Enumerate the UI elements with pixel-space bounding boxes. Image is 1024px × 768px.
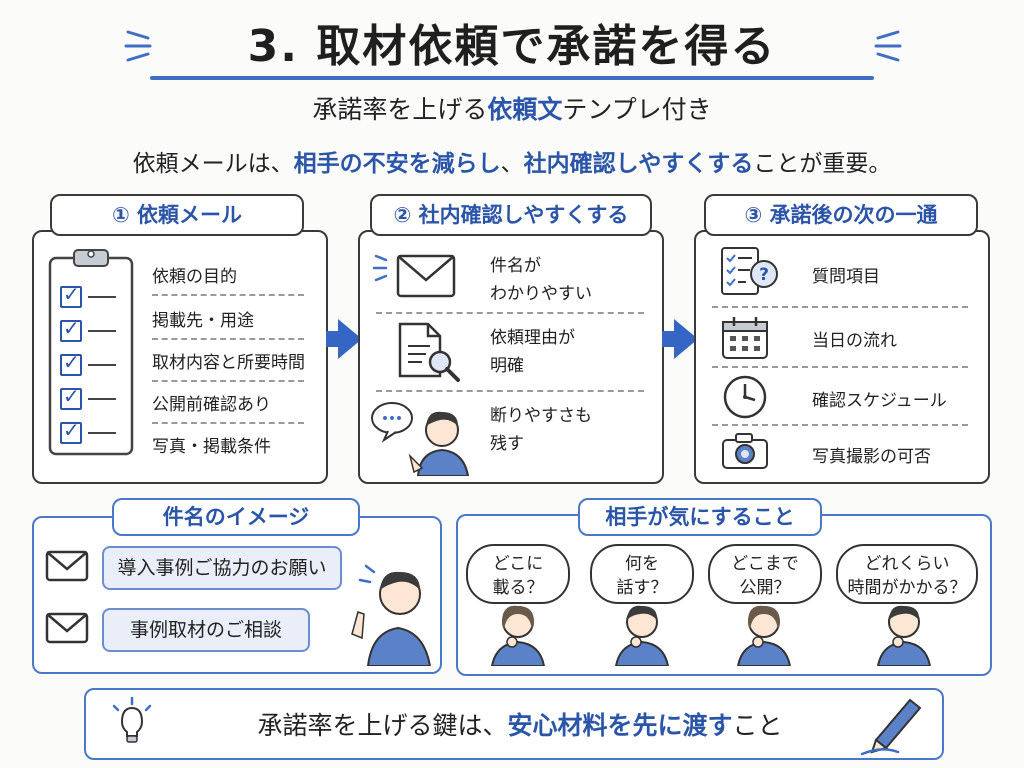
- concern-bubble: どれくらい 時間がかかる？: [836, 544, 978, 604]
- page-subtitle: 承諾率を上げる依頼文テンプレ付き: [0, 90, 1024, 126]
- key-takeaway: 承諾率を上げる鍵は、安心材料を先に渡すこと: [200, 706, 840, 742]
- sparkle-right-icon: [874, 30, 902, 62]
- checklist-question-icon: ?: [721, 247, 778, 295]
- checkbox-icon: ✓: [60, 350, 82, 376]
- step2-item-line: 断りやすさも: [490, 406, 592, 426]
- check-line: [88, 330, 116, 332]
- sparkle-left-icon: [124, 30, 152, 62]
- step2-item: 依頼理由が 明確: [490, 324, 575, 380]
- footer-highlight: 安心材料を先に渡す: [507, 711, 733, 740]
- step2-item: 件名が わかりやすい: [490, 252, 592, 308]
- step2-item-line: 明確: [490, 356, 524, 376]
- check-line: [88, 398, 116, 400]
- divider: [376, 312, 644, 314]
- step1-checklist: ✓ ✓ ✓ ✓ ✓: [0, 280, 320, 460]
- subjects-label: 件名のイメージ: [112, 498, 360, 536]
- divider: [152, 338, 304, 340]
- concern-bubble: 何を 話す？: [590, 544, 694, 604]
- arrow-tail: [662, 331, 676, 347]
- envelope-icon: [372, 254, 456, 298]
- checkbox-icon: ✓: [60, 316, 82, 342]
- lead-highlight: 社内確認しやすくする: [523, 151, 754, 177]
- lead-text: 依頼メールは、: [132, 151, 294, 177]
- step2-item: 断りやすさも 残す: [490, 402, 592, 458]
- concern-line: 話す？: [616, 578, 668, 598]
- checkbox-icon: ✓: [60, 418, 82, 444]
- step2-item-line: 残す: [490, 434, 524, 454]
- step3-item: 確認スケジュール: [812, 391, 947, 411]
- subject-example: 事例取材のご相談: [102, 608, 310, 652]
- divider: [712, 306, 968, 308]
- title-underline: [150, 76, 874, 80]
- subject-example: 導入事例ご協力のお願い: [102, 546, 342, 590]
- person-thinking-icon: [876, 605, 932, 666]
- footer-text: 承諾率を上げる鍵は、: [257, 711, 508, 740]
- divider: [712, 366, 968, 368]
- step1-label: ① 依頼メール: [50, 194, 304, 236]
- step1-item: 取材内容と所要時間: [152, 353, 305, 373]
- envelope-icon: [45, 612, 89, 644]
- footer-text: こと: [732, 711, 783, 740]
- lightbulb-icon: [112, 696, 152, 743]
- concern-line: 何を: [625, 554, 659, 574]
- concern-line: 公開？: [739, 578, 791, 598]
- key-takeaway-box: [84, 688, 944, 760]
- concern-line: 載る？: [492, 578, 544, 598]
- step1-item: 写真・掲載条件: [152, 437, 271, 457]
- calendar-icon: [722, 317, 768, 359]
- step3-item: 質問項目: [812, 267, 880, 287]
- page-title: 3. 取材依頼で承諾を得る: [247, 21, 777, 72]
- camera-icon: [722, 433, 768, 469]
- step1-item: 掲載先・用途: [152, 311, 254, 331]
- check-line: [88, 432, 116, 434]
- subtitle-highlight: 依頼文: [487, 95, 563, 124]
- clock-icon: [723, 375, 767, 419]
- step2-item-line: 依頼理由が: [490, 328, 575, 348]
- subtitle-text: 承諾率を上げる: [312, 95, 488, 124]
- concerns-label: 相手が気にすること: [578, 498, 822, 536]
- divider: [152, 422, 304, 424]
- step3-item: 当日の流れ: [812, 331, 897, 351]
- document-search-icon: [398, 322, 460, 382]
- person-thinking-icon: [614, 605, 670, 666]
- step3-label: ③ 承諾後の次の一通: [704, 194, 978, 236]
- step3-item: 写真撮影の可否: [812, 447, 931, 467]
- person-pointing-icon: [351, 564, 432, 666]
- checkbox-icon: ✓: [60, 384, 82, 410]
- step1-item: 依頼の目的: [152, 267, 237, 287]
- person-speech-icon: [371, 402, 470, 476]
- concern-line: どこに: [492, 554, 544, 574]
- lead-text: 、: [500, 151, 524, 177]
- lead-sentence: 依頼メールは、相手の不安を減らし、社内確認しやすくすることが重要。: [0, 144, 1024, 178]
- check-line: [88, 296, 116, 298]
- concern-line: どれくらい: [864, 554, 950, 574]
- concern-bubble: どこまで 公開？: [708, 544, 822, 604]
- arrow-tail: [326, 331, 340, 347]
- divider: [376, 390, 644, 392]
- subtitle-text: テンプレ付き: [562, 95, 712, 124]
- divider: [152, 380, 304, 382]
- check-line: [88, 364, 116, 366]
- divider: [152, 294, 304, 296]
- concern-line: どこまで: [731, 554, 799, 574]
- step2-label: ② 社内確認しやすくする: [370, 194, 652, 236]
- person-thinking-icon: [490, 605, 546, 666]
- question-mark: ?: [759, 265, 769, 285]
- envelope-icon: [45, 550, 89, 582]
- step2-item-line: 件名が: [490, 256, 541, 276]
- divider: [712, 424, 968, 426]
- checkbox-icon: ✓: [60, 282, 82, 308]
- step2-item-line: わかりやすい: [490, 284, 592, 304]
- lead-text: ことが重要。: [753, 151, 892, 177]
- concern-bubble: どこに 載る？: [466, 544, 570, 604]
- concern-line: 時間がかかる？: [847, 578, 967, 598]
- step1-item: 公開前確認あり: [152, 395, 271, 415]
- pen-icon: [860, 698, 922, 756]
- person-thinking-icon: [736, 605, 792, 666]
- lead-highlight: 相手の不安を減らし: [293, 151, 501, 177]
